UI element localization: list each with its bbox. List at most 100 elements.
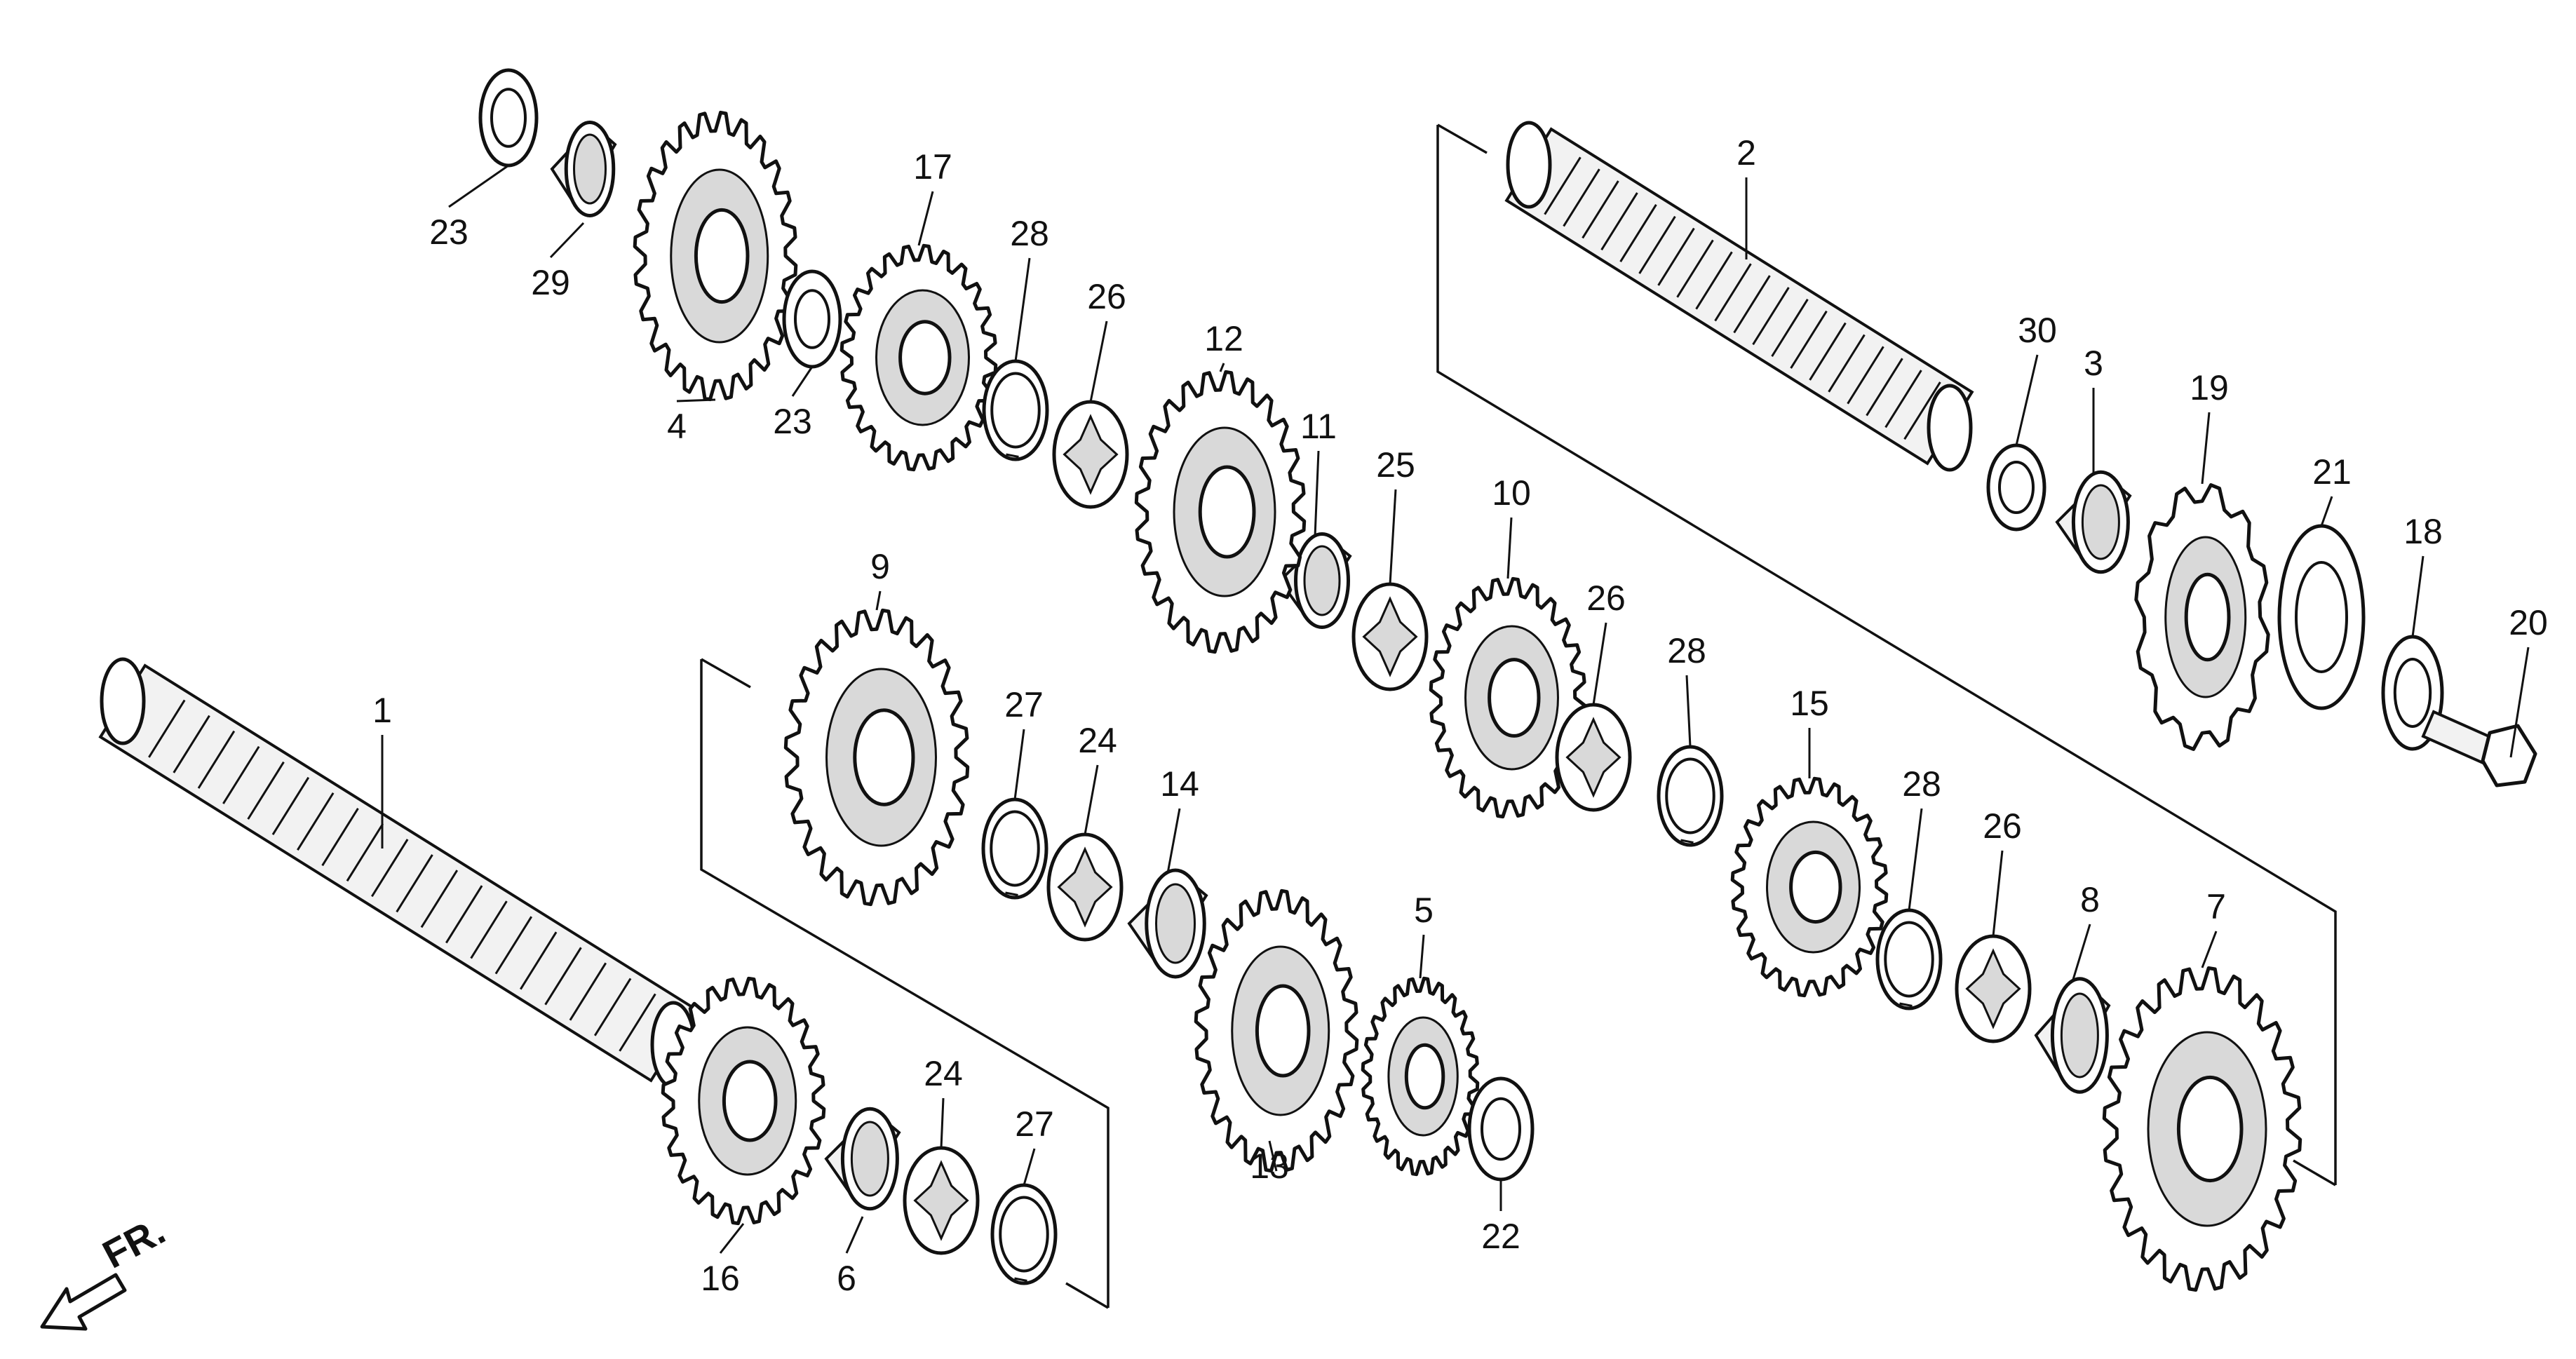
callout-label-23-23: 23: [773, 402, 812, 441]
leader-lines-layer: [381, 164, 2530, 1254]
callout-label-2-1: 2: [1737, 133, 1756, 173]
callout-label-16-15: 16: [701, 1259, 740, 1298]
callout-label-21-20: 21: [2312, 452, 2352, 492]
callout-label-26-27: 26: [1087, 277, 1126, 316]
part-23-washer-22: [478, 68, 539, 168]
callout-label-12-11: 12: [1204, 319, 1243, 358]
leader-line-28-34: [1908, 808, 1923, 911]
leader-line-13-12: [1268, 1140, 1278, 1172]
part-22-washer-21: [1467, 1076, 1535, 1182]
part-21-washer-20: [2277, 524, 2366, 710]
leader-line-24-24: [1084, 764, 1099, 835]
part-23-washer-23: [782, 269, 842, 369]
leader-line-30-36: [2015, 354, 2039, 446]
callout-label-18-17: 18: [2403, 512, 2443, 551]
part-25-splined-washer-26: [1351, 582, 1429, 691]
leader-line-20-19: [2509, 647, 2530, 758]
part-27-snap-ring-30: [981, 797, 1048, 900]
callout-label-20-19: 20: [2509, 603, 2548, 642]
mainshaft-frame: [700, 658, 1110, 1309]
part-13-gear-12: [1194, 888, 1359, 1173]
part-3-collar-2: [2055, 470, 2132, 574]
part-18-washer-17: [2381, 635, 2444, 751]
part-9-gear-8: [783, 608, 970, 907]
parts-layer: [478, 68, 2537, 1292]
callout-label-24-25: 24: [924, 1054, 963, 1093]
callout-label-29-35: 29: [531, 263, 570, 302]
part-15-gear-14: [1730, 776, 1889, 998]
part-14-bushing-13: [1127, 868, 1208, 979]
callout-label-5-4: 5: [1414, 891, 1434, 930]
leader-line-26-27: [1089, 320, 1108, 403]
part-26-splined-washer-29: [1955, 934, 2032, 1043]
part-28-snap-ring-34: [1875, 908, 1943, 1010]
callout-labels-layer: 1234567891011121314151617181920212223232…: [372, 133, 2548, 1298]
part-26-splined-washer-27: [1052, 400, 1129, 509]
callout-label-1-0: 1: [372, 691, 392, 730]
shafts-layer: [98, 121, 1974, 1089]
leader-line-29-35: [549, 222, 585, 259]
callout-label-7-6: 7: [2206, 887, 2226, 926]
callout-label-15-14: 15: [1790, 684, 1829, 723]
leader-line-21-20: [2320, 496, 2333, 527]
leader-line-28-33: [1685, 675, 1692, 748]
leader-line-10-9: [1506, 517, 1513, 579]
part-24-splined-washer-24: [1046, 832, 1124, 942]
callout-label-23-22: 23: [429, 212, 468, 252]
callout-label-22-21: 22: [1481, 1217, 1520, 1256]
part-29-needle-bearing-35: [550, 121, 617, 217]
part-10-gear-9: [1429, 576, 1587, 819]
leader-line-17-16: [917, 191, 934, 246]
leader-line-16-15: [719, 1223, 745, 1254]
part-12-gear-11: [1134, 370, 1307, 654]
callout-label-6-5: 6: [837, 1259, 856, 1298]
front-arrow-icon: [40, 1273, 127, 1331]
leader-line-19-18: [2201, 412, 2211, 485]
leader-line-8-7: [2071, 924, 2091, 982]
callout-label-8-7: 8: [2080, 880, 2100, 919]
leader-line-11-10: [1314, 450, 1320, 537]
callout-label-10-9: 10: [1492, 473, 1531, 513]
leader-line-14-13: [1166, 808, 1181, 874]
callout-label-28-34: 28: [1902, 764, 1941, 804]
callout-label-27-31: 27: [1015, 1104, 1054, 1144]
part-4-gear-3: [633, 110, 798, 402]
part-1-shaft-0: [98, 657, 698, 1089]
leader-line-6-5: [845, 1216, 864, 1254]
leader-line-9-8: [875, 590, 882, 611]
part-16-gear-15: [661, 976, 826, 1226]
assembly-frames: [700, 123, 2337, 1309]
part-17-gear-16: [839, 243, 998, 472]
callout-label-9-8: 9: [870, 547, 890, 586]
front-direction-label: FR.: [95, 1208, 172, 1277]
part-11-bushing-10: [1278, 532, 1352, 629]
leader-line-23-23: [791, 366, 814, 397]
leader-line-12-11: [1219, 363, 1225, 372]
part-19-sprocket-18: [2134, 483, 2270, 751]
part-26-splined-washer-28: [1555, 703, 1632, 812]
part-20-bolt-19: [2421, 710, 2537, 787]
callout-label-4-3: 4: [667, 407, 687, 446]
part-28-snap-ring-32: [982, 359, 1049, 461]
callout-label-13-12: 13: [1250, 1147, 1289, 1186]
leader-line-25-26: [1389, 489, 1397, 585]
callout-label-24-24: 24: [1078, 721, 1117, 760]
leader-line-28-32: [1014, 257, 1031, 362]
leader-line-24-25: [940, 1097, 945, 1149]
callout-label-19-18: 19: [2190, 368, 2229, 407]
part-24-splined-washer-25: [903, 1146, 980, 1255]
callout-label-28-32: 28: [1010, 214, 1049, 253]
callout-label-27-30: 27: [1004, 685, 1044, 724]
leader-line-7-6: [2201, 931, 2218, 968]
part-5-gear-4: [1361, 976, 1480, 1177]
leader-line-27-30: [1013, 729, 1025, 800]
front-direction-indicator: FR.: [40, 1208, 172, 1331]
part-30-washer-36: [1986, 443, 2046, 532]
callout-label-11-10: 11: [1300, 407, 1337, 446]
callout-label-17-16: 17: [913, 147, 952, 187]
part-27-snap-ring-31: [990, 1183, 1058, 1285]
part-28-snap-ring-33: [1657, 745, 1724, 847]
callout-label-28-33: 28: [1667, 631, 1706, 670]
callout-label-30-36: 30: [2018, 311, 2057, 350]
